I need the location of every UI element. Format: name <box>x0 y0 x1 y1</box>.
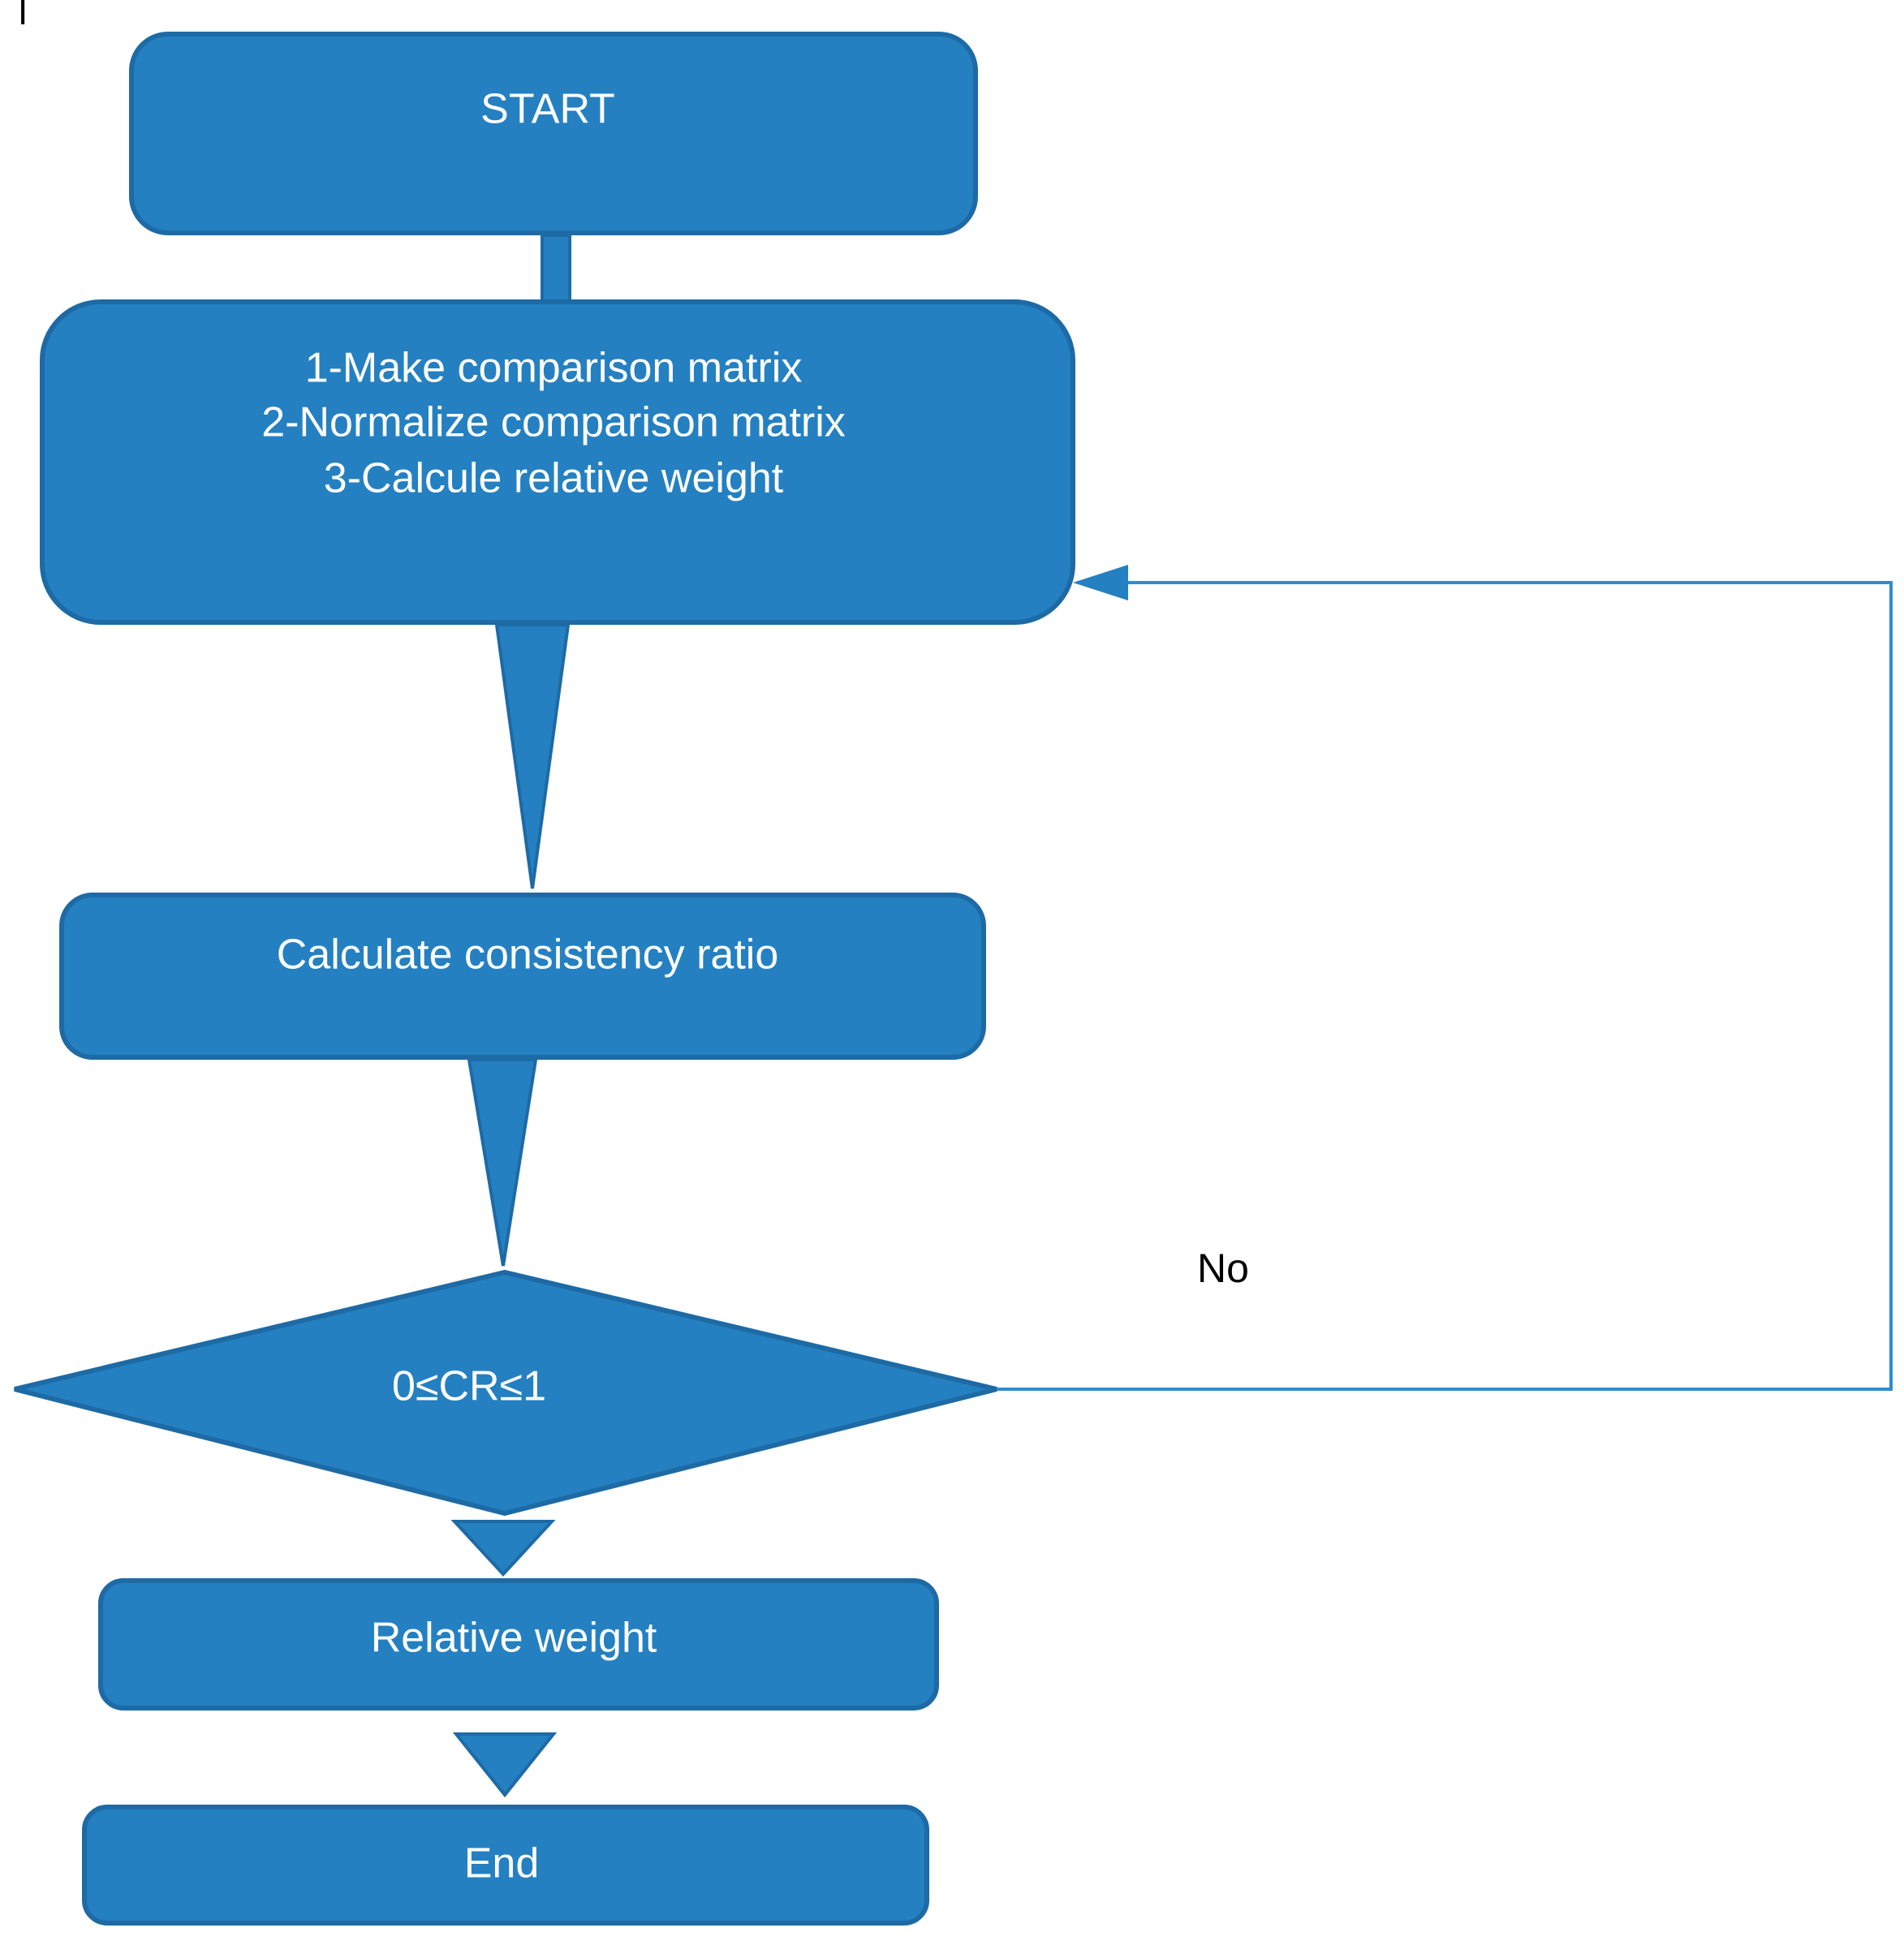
decision-node: 0≤CR≤1 <box>14 1269 997 1517</box>
end-label: End <box>464 1840 540 1887</box>
start-label: START <box>480 86 615 133</box>
arrow-result-end <box>452 1732 558 1798</box>
result-node: Relative weight <box>98 1578 939 1710</box>
connector-process-consistency <box>494 623 571 889</box>
connector-consistency-decision <box>467 1058 538 1267</box>
process-line-1: 1-Make comparison matrix <box>305 345 803 392</box>
process-node: 1-Make comparison matrix 2-Normalize com… <box>40 299 1075 625</box>
no-label: No <box>1197 1246 1249 1291</box>
end-node: End <box>82 1805 929 1926</box>
decision-label: 0≤CR≤1 <box>392 1363 546 1410</box>
corner-mark: I <box>18 0 28 32</box>
arrow-decision-result <box>450 1520 556 1577</box>
process-line-2: 2-Normalize comparison matrix <box>261 399 846 446</box>
loop-arrowhead <box>1073 565 1128 600</box>
process-line-3: 3-Calcule relative weight <box>324 455 784 502</box>
start-node: START <box>129 32 978 235</box>
no-loop-connector <box>997 565 1893 1391</box>
consistency-node: Calculate consistency ratio <box>59 893 986 1060</box>
consistency-label: Calculate consistency ratio <box>277 932 779 979</box>
result-label: Relative weight <box>371 1615 657 1662</box>
